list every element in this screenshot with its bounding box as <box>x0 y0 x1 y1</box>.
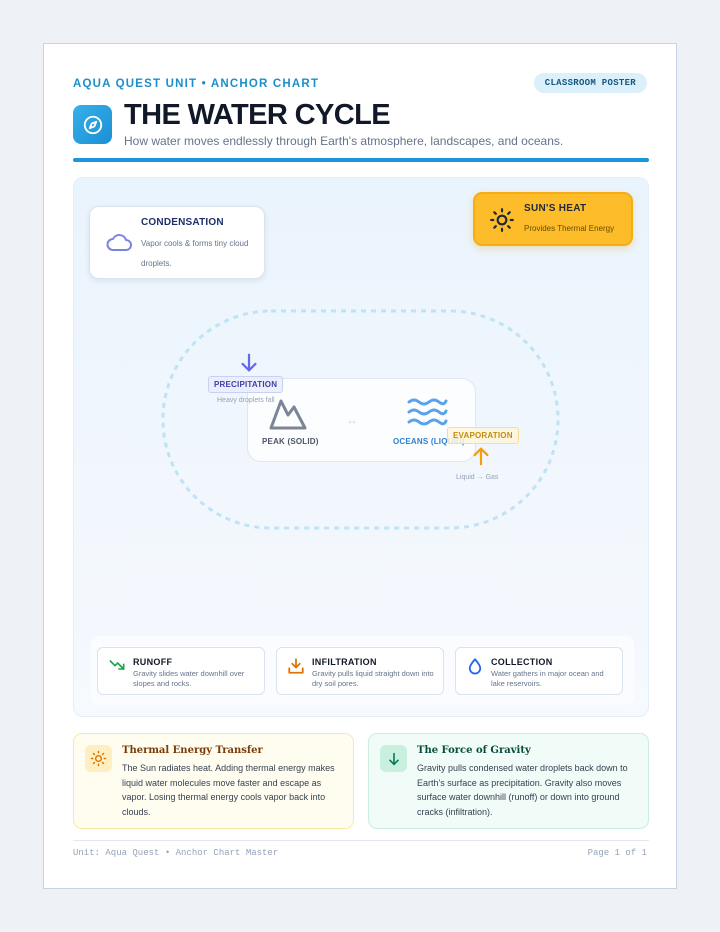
sun-icon <box>489 207 515 238</box>
sun-icon <box>85 745 112 772</box>
page-subtitle: How water moves endlessly through Earth'… <box>124 134 564 148</box>
gravity-text: Gravity pulls condensed water droplets b… <box>417 763 628 817</box>
mountain-icon <box>268 395 308 436</box>
classroom-poster-badge: CLASSROOM POSTER <box>533 73 647 93</box>
page-title: THE WATER CYCLE <box>124 99 391 131</box>
arrow-down-icon <box>380 745 407 772</box>
title-divider <box>73 158 649 162</box>
waves-icon <box>406 396 448 435</box>
thermal-title: Thermal Energy Transfer <box>122 745 263 756</box>
infiltration-card: INFILTRATION Gravity pulls liquid straig… <box>276 647 444 695</box>
gravity-card: The Force of Gravity Gravity pulls conde… <box>368 733 649 829</box>
poster-page: AQUA QUEST UNIT • ANCHOR CHART CLASSROOM… <box>43 43 677 889</box>
sun-heat-title: SUN'S HEAT <box>524 203 587 214</box>
sun-heat-card: SUN'S HEAT Provides Thermal Energy <box>473 192 633 246</box>
stage-cards-row: RUNOFF Gravity slides water downhill ove… <box>91 636 634 705</box>
condensation-title: CONDENSATION <box>141 217 224 228</box>
gravity-title: The Force of Gravity <box>417 745 531 756</box>
precipitation-label: PRECIPITATION <box>208 376 284 393</box>
infiltration-text: Gravity pulls liquid straight down into … <box>312 669 434 688</box>
cloud-icon <box>105 233 133 258</box>
condensation-text: Vapor cools & forms tiny cloud droplets. <box>141 239 249 268</box>
sun-heat-text: Provides Thermal Energy <box>524 224 615 233</box>
infiltration-title: INFILTRATION <box>312 657 377 667</box>
runoff-card: RUNOFF Gravity slides water downhill ove… <box>97 647 265 695</box>
compass-icon <box>73 105 112 144</box>
runoff-title: RUNOFF <box>133 657 173 667</box>
page-number: Page 1 of 1 <box>587 848 647 858</box>
droplet-icon <box>466 657 484 680</box>
unit-eyebrow: AQUA QUEST UNIT • ANCHOR CHART <box>73 78 320 90</box>
state-center-box: PEAK (SOLID) ↔ OCEANS (LIQUID) <box>247 378 476 462</box>
arrow-down-icon <box>238 352 260 379</box>
runoff-text: Gravity slides water downhill over slope… <box>133 669 245 688</box>
swap-arrow-icon: ↔ <box>346 413 358 427</box>
footer-divider <box>73 840 649 841</box>
collection-title: COLLECTION <box>491 657 553 667</box>
footer-unit: Unit: Aqua Quest • Anchor Chart Master <box>73 848 279 858</box>
thermal-text: The Sun radiates heat. Adding thermal en… <box>122 763 335 817</box>
ocean-label: OCEANS (LIQUID) <box>393 437 465 446</box>
collection-text: Water gathers in major ocean and lake re… <box>491 669 604 688</box>
peak-label: PEAK (SOLID) <box>262 437 319 446</box>
thermal-energy-card: Thermal Energy Transfer The Sun radiates… <box>73 733 354 829</box>
precipitation-subtext: Heavy droplets fall <box>217 397 275 404</box>
evaporation-subtext: Liquid → Gas <box>456 474 499 481</box>
trend-down-icon <box>108 657 126 678</box>
condensation-card: CONDENSATION Vapor cools & forms tiny cl… <box>89 206 265 279</box>
tray-download-icon <box>287 657 305 680</box>
evaporation-label: EVAPORATION <box>447 427 519 444</box>
water-cycle-diagram: CONDENSATION Vapor cools & forms tiny cl… <box>73 177 649 717</box>
collection-card: COLLECTION Water gathers in major ocean … <box>455 647 623 695</box>
arrow-up-icon <box>470 445 492 472</box>
